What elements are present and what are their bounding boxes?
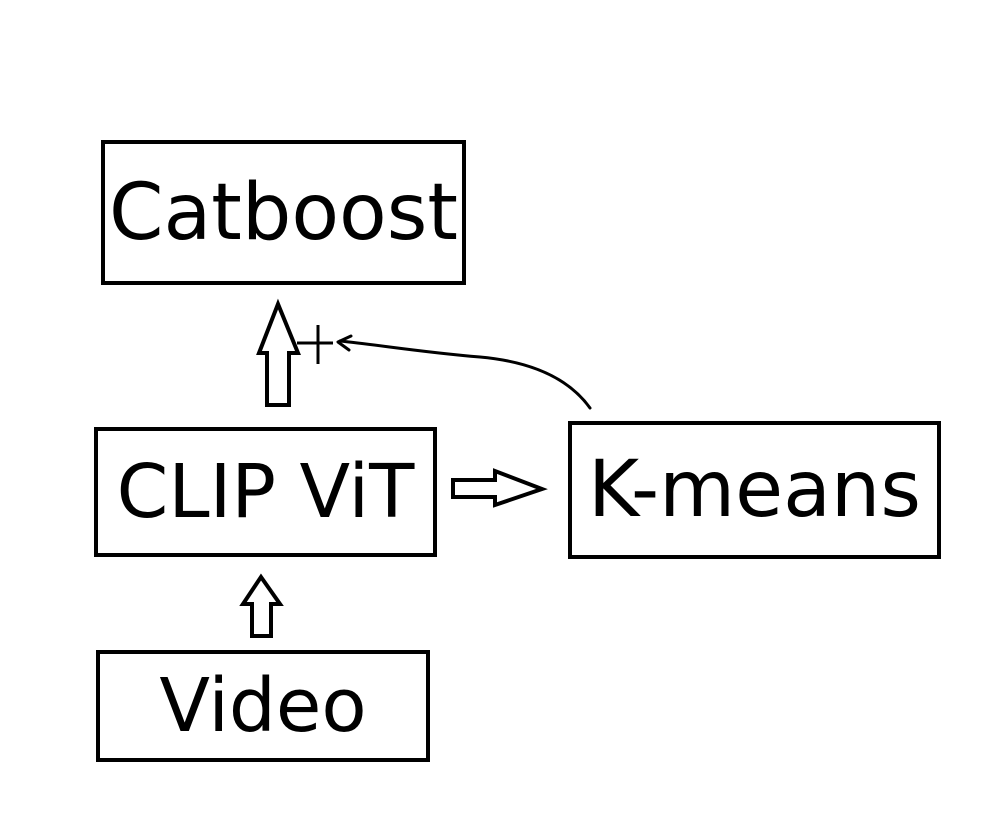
curve-arrowhead [336, 334, 353, 352]
arrow-clip-to-catboost [256, 298, 301, 407]
video-node: Video [96, 650, 430, 762]
clip-vit-label: CLIP ViT [116, 449, 415, 535]
catboost-label: Catboost [108, 167, 459, 258]
curve-kmeans-to-catboost [338, 339, 592, 410]
kmeans-node: K-means [568, 421, 941, 559]
plus-icon [297, 325, 333, 364]
arrow-video-to-clip [239, 573, 284, 638]
catboost-node: Catboost [101, 140, 466, 285]
clip-vit-node: CLIP ViT [94, 427, 437, 557]
kmeans-label: K-means [588, 445, 921, 535]
arrow-clip-to-kmeans [451, 468, 548, 508]
video-label: Video [159, 663, 367, 749]
